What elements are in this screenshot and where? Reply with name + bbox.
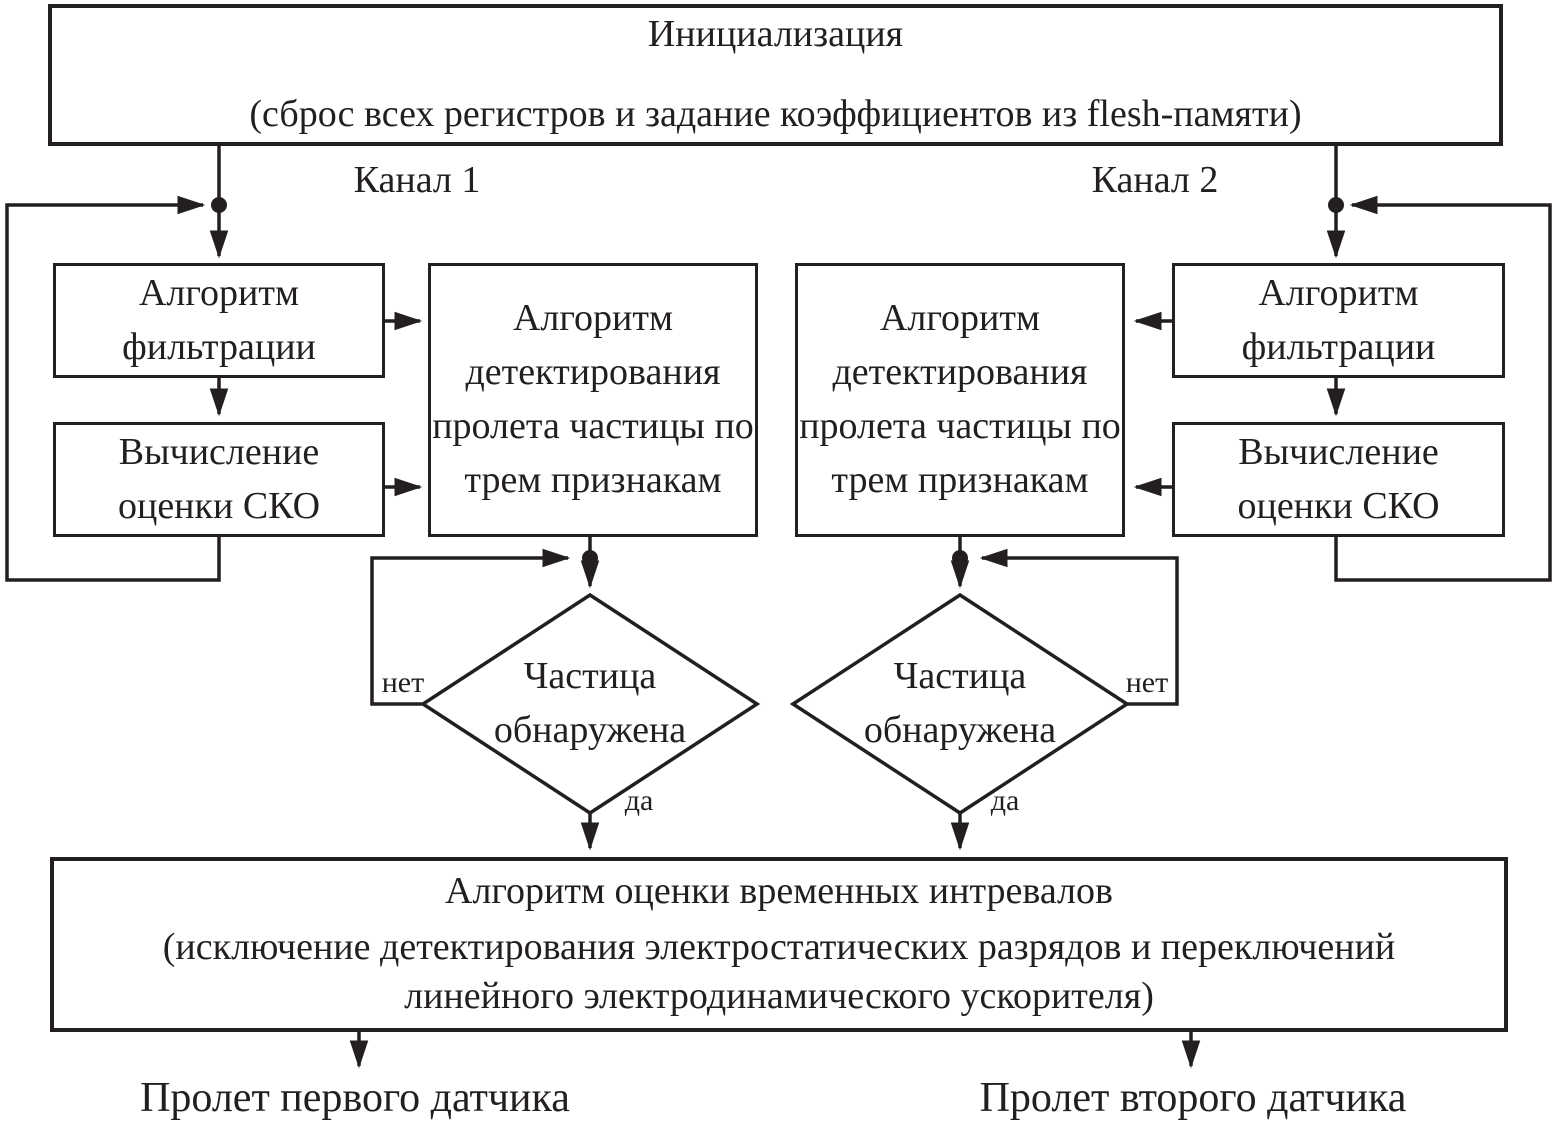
ch2-feedback-loop (1334, 195, 1552, 582)
ch2-top-junction-dot (1328, 197, 1344, 213)
interval-subtitle-line1: (исключение детектирования электростатич… (162, 925, 1396, 968)
interval-title: Алгоритм оценки временных интревалов (445, 870, 1113, 913)
init-box: Инициализация (сброс всех регистров и за… (48, 4, 1503, 146)
yes-label-ch2: да (990, 784, 1020, 817)
channel1-label: Канал 1 (353, 159, 481, 201)
ch1-decision-junction-dot (582, 550, 598, 566)
filter-label-ch1: Алгоритм фильтрации (122, 271, 316, 368)
ch1-no-loop (370, 548, 571, 706)
channel2-label: Канал 2 (1091, 159, 1219, 201)
decision-diamond-shape-ch1 (419, 592, 761, 816)
detector-box-ch1: Алгоритм детектирования пролета частицы … (428, 263, 758, 537)
output-label-2: Пролет второго датчика (979, 1075, 1407, 1121)
detector-box-ch2: Алгоритм детектирования пролета частицы … (795, 263, 1125, 537)
decision-label-ch2: Частица обнаружена (863, 655, 1057, 751)
filter-box-ch1: Алгоритм фильтрации (53, 263, 385, 378)
interval-subtitle-line2: линейного электродинамического ускорител… (404, 975, 1154, 1018)
ch2-decision-junction-dot (952, 550, 968, 566)
interval-box: Алгоритм оценки временных интревалов (ис… (50, 857, 1508, 1032)
sko-label-ch2: Вычисление оценки СКО (1237, 430, 1440, 527)
ch1-top-junction-dot (211, 197, 227, 213)
ch2-no-loop (979, 548, 1179, 706)
no-label-ch2: нет (1125, 666, 1169, 699)
init-title: Инициализация (647, 13, 904, 56)
decision-diamond-shape-ch2 (789, 592, 1131, 816)
detector-label-ch2: Алгоритм детектирования пролета частицы … (799, 297, 1121, 501)
sko-box-ch1: Вычисление оценки СКО (53, 422, 385, 537)
decision-label-ch1: Частица обнаружена (493, 655, 687, 751)
filter-label-ch2: Алгоритм фильтрации (1241, 271, 1436, 368)
filter-box-ch2: Алгоритм фильтрации (1172, 263, 1505, 378)
sko-label-ch1: Вычисление оценки СКО (117, 430, 321, 527)
yes-label-ch1: да (624, 784, 654, 817)
detector-label-ch1: Алгоритм детектирования пролета частицы … (432, 297, 754, 501)
output-label-1: Пролет первого датчика (140, 1075, 570, 1121)
sko-box-ch2: Вычисление оценки СКО (1172, 422, 1505, 537)
ch1-feedback-loop (5, 195, 221, 582)
init-subtitle: (сброс всех регистров и задание коэффици… (249, 93, 1302, 135)
no-label-ch1: нет (381, 666, 425, 699)
